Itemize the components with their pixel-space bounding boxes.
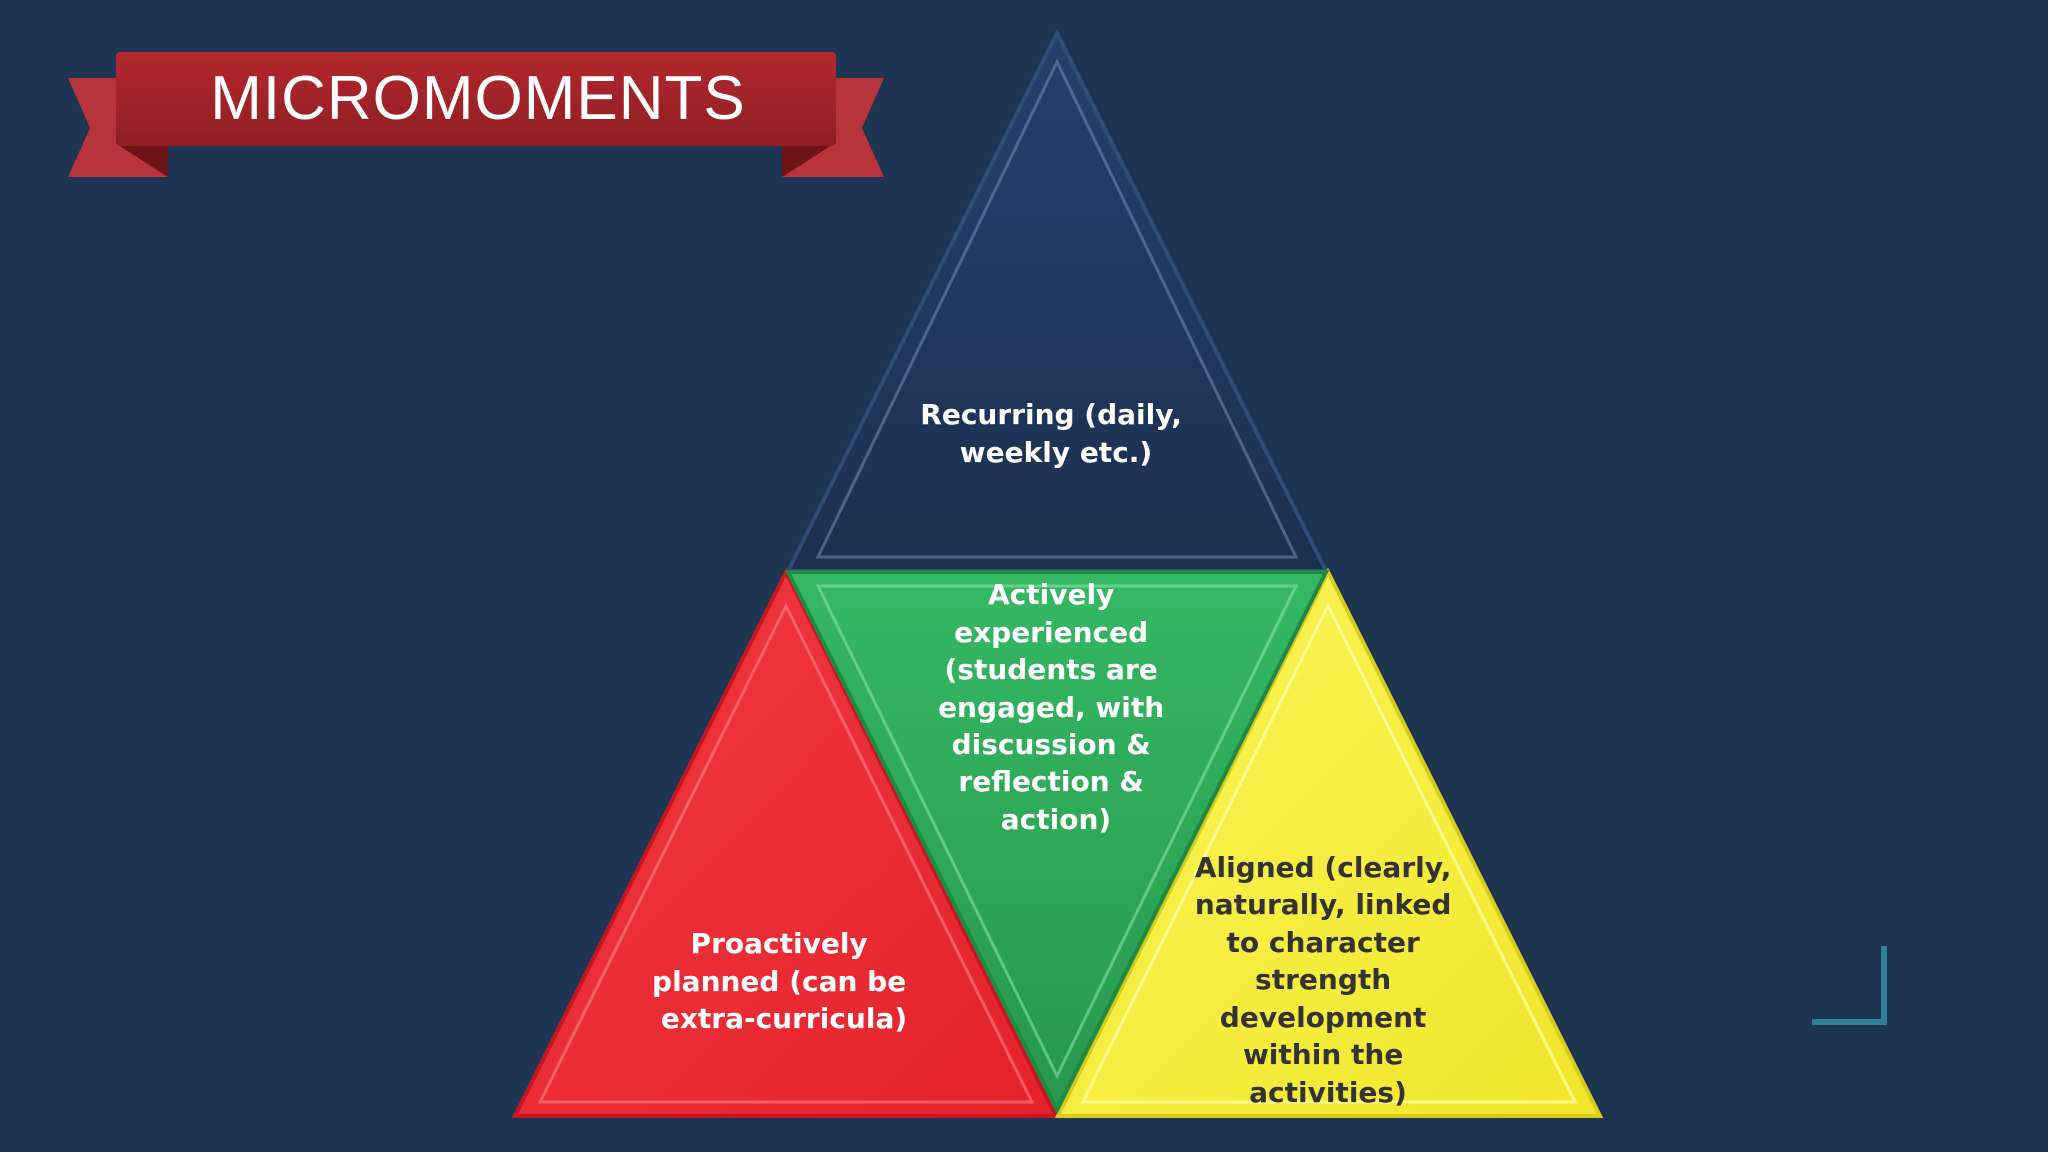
- page-title: MICROMOMENTS: [210, 64, 746, 133]
- triangle-center: [784, 570, 1330, 1115]
- triangle-right: [1054, 567, 1604, 1118]
- banner-right-fold: [782, 145, 832, 177]
- center-triangle-text: Actively experienced (students are engag…: [938, 578, 1174, 836]
- triangle-left: [511, 567, 1060, 1118]
- corner-bracket-decoration: [1812, 946, 1887, 1025]
- top-triangle-text: Recurring (daily, weekly etc.): [920, 398, 1191, 469]
- banner-body: [116, 52, 836, 146]
- triangle-top: [784, 28, 1330, 573]
- right-triangle-text: Aligned (clearly, naturally, linked to c…: [1195, 851, 1461, 1109]
- left-triangle-text: Proactively planned (can be extra-curric…: [652, 927, 916, 1035]
- title-banner: MICROMOMENTS: [68, 52, 884, 177]
- banner-left-fold: [118, 145, 168, 177]
